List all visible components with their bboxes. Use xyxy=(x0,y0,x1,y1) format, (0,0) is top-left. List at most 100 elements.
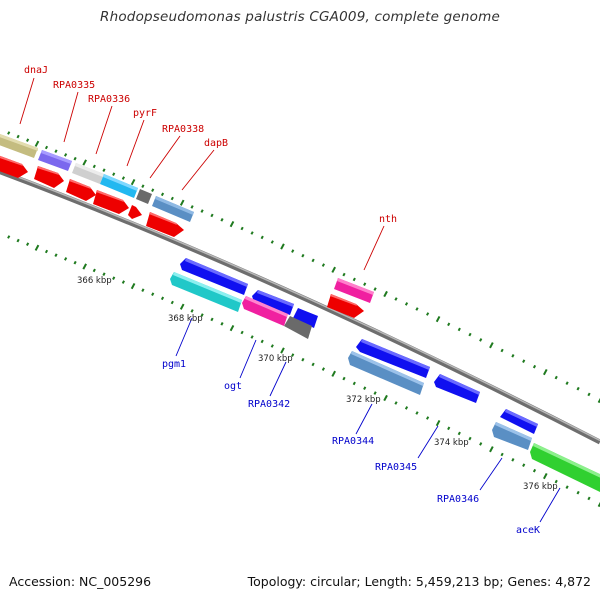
tick-mark xyxy=(331,266,336,273)
tick-mark xyxy=(200,313,204,317)
gene-label-RPA0338: RPA0338 xyxy=(162,124,204,135)
tick-mark xyxy=(64,257,68,261)
tick-mark xyxy=(34,140,40,147)
tick-mark xyxy=(26,138,30,142)
gene-label-pyrF: pyrF xyxy=(133,108,157,119)
gene-block-RPA0338[interactable] xyxy=(136,189,152,204)
tick-mark xyxy=(26,242,30,246)
gene-label-RPA0335: RPA0335 xyxy=(53,80,95,91)
kbp-label-366: 366 kbp xyxy=(77,276,112,286)
tick-mark xyxy=(73,260,77,265)
forward-gene-blocks xyxy=(0,131,374,318)
gene-block-dnaJ[interactable] xyxy=(0,131,38,158)
tick-mark xyxy=(394,401,398,405)
gene-block-dapB[interactable] xyxy=(152,196,194,222)
tick-mark xyxy=(522,463,526,467)
tick-mark xyxy=(311,258,315,263)
tick-mark xyxy=(363,282,367,286)
tick-mark xyxy=(220,322,224,326)
gene-label-nth: nth xyxy=(379,214,397,225)
kbp-label-376: 376 kbp xyxy=(523,482,558,492)
tick-mark xyxy=(426,416,430,420)
tick-mark xyxy=(301,357,305,362)
tick-mark xyxy=(280,347,285,354)
tick-mark xyxy=(250,335,254,339)
tick-mark xyxy=(352,277,356,282)
gene-label-RPA0344: RPA0344 xyxy=(332,436,374,447)
tick-mark xyxy=(415,307,419,311)
tick-mark xyxy=(500,452,504,457)
tick-mark xyxy=(363,386,367,390)
tick-mark xyxy=(576,386,580,391)
gene-block-pgm1[interactable] xyxy=(170,272,242,312)
tick-mark xyxy=(415,411,419,415)
tick-mark xyxy=(468,436,472,441)
tick-mark xyxy=(240,330,244,335)
tick-mark xyxy=(160,296,165,301)
tick-mark xyxy=(447,322,451,327)
tick-mark xyxy=(151,188,155,192)
tick-mark xyxy=(34,244,40,251)
tick-mark xyxy=(16,134,20,139)
tick-mark xyxy=(489,446,494,453)
gene-block-RPA0346[interactable] xyxy=(492,422,532,450)
tick-mark xyxy=(426,312,430,316)
tick-mark xyxy=(190,309,194,313)
tick-mark xyxy=(170,300,174,305)
tick-mark xyxy=(54,253,58,257)
tick-mark xyxy=(229,220,235,228)
tick-mark xyxy=(141,288,145,292)
tick-mark xyxy=(44,249,49,254)
tick-mark xyxy=(7,235,11,239)
reverse-gene-blocks xyxy=(170,258,600,492)
gene-block-pyrF[interactable] xyxy=(100,174,138,198)
tick-mark xyxy=(565,381,569,385)
tick-mark xyxy=(130,282,136,290)
gene-block-ogt[interactable] xyxy=(242,296,288,326)
tick-mark xyxy=(321,263,325,267)
gene-label-RPA0345: RPA0345 xyxy=(375,462,417,473)
gene-block-RPA0344[interactable] xyxy=(348,351,424,395)
tick-mark xyxy=(64,153,68,157)
tick-mark xyxy=(543,472,548,480)
tick-mark xyxy=(141,184,145,188)
tick-mark xyxy=(102,168,106,172)
tick-mark xyxy=(200,209,204,213)
tick-mark xyxy=(270,344,274,348)
gene-block-RPA0336[interactable] xyxy=(72,163,104,184)
tick-mark xyxy=(342,272,346,277)
tick-mark xyxy=(373,287,377,291)
tick-mark xyxy=(291,353,295,357)
tick-mark xyxy=(511,354,515,358)
gene-block-nth[interactable] xyxy=(334,278,374,303)
tick-mark xyxy=(587,392,591,397)
tick-mark xyxy=(112,172,116,176)
tick-mark xyxy=(291,249,295,253)
tick-mark xyxy=(554,375,558,380)
gene-block-aceK[interactable] xyxy=(530,443,600,492)
gene-block-RPA0335[interactable] xyxy=(38,150,72,171)
tick-mark xyxy=(352,381,356,386)
tick-mark xyxy=(179,199,185,206)
tick-mark xyxy=(597,500,600,508)
gene-label-pgm1: pgm1 xyxy=(162,359,186,370)
gene-block-RPA0342[interactable] xyxy=(284,316,312,339)
reverse-gene-labels: pgm1 ogt RPA0342 RPA0344 RPA0345 RPA0346… xyxy=(162,359,540,536)
tick-mark xyxy=(16,238,20,243)
tick-mark xyxy=(301,253,305,258)
tick-mark xyxy=(280,243,285,250)
tick-mark xyxy=(7,131,11,135)
tick-mark xyxy=(587,496,591,501)
gene-label-dnaJ: dnaJ xyxy=(24,65,48,76)
tick-mark xyxy=(489,342,494,349)
tick-mark xyxy=(457,431,461,436)
tick-mark xyxy=(112,276,116,280)
tick-mark xyxy=(311,362,315,367)
tick-mark xyxy=(554,479,558,484)
tick-mark xyxy=(576,490,580,495)
kbp-label-372: 372 kbp xyxy=(346,395,381,405)
tick-mark xyxy=(92,164,96,169)
tick-mark xyxy=(170,196,174,201)
tick-mark xyxy=(532,468,537,473)
tick-mark xyxy=(229,324,235,332)
